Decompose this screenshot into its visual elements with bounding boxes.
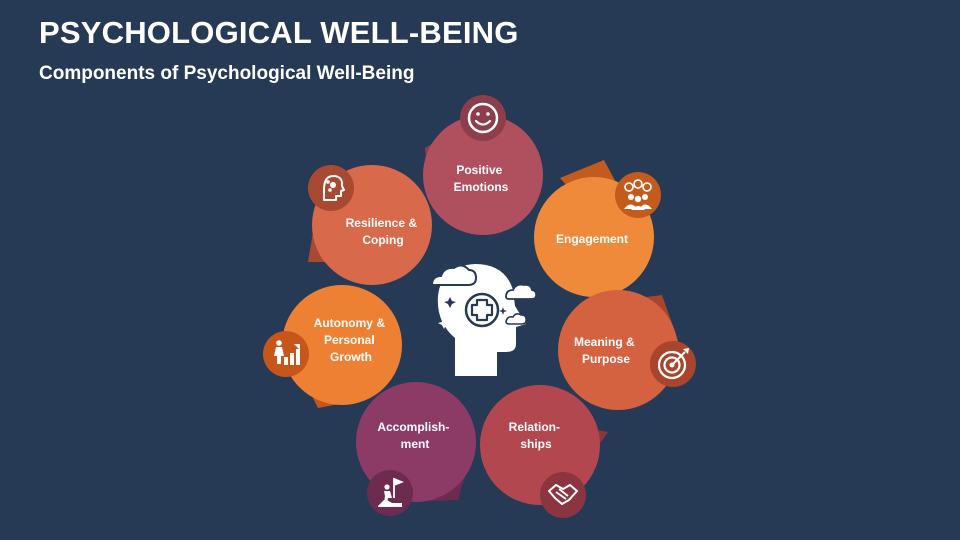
positive-emotions-label: Positive Emotions bbox=[454, 163, 509, 194]
resilience-coping-label: Resilience & Coping bbox=[346, 216, 421, 247]
mind-person-icon bbox=[308, 165, 354, 211]
positive-emotions-circle bbox=[423, 115, 543, 235]
target-icon bbox=[650, 341, 696, 387]
flag-climber-icon bbox=[367, 470, 413, 516]
smiley-face-icon bbox=[460, 95, 506, 141]
engagement-label: Engagement bbox=[556, 232, 628, 246]
autonomy-growth-label: Autonomy & Personal Growth bbox=[314, 316, 389, 364]
page-subtitle: Components of Psychological Well-Being bbox=[39, 63, 415, 84]
page-title: PSYCHOLOGICAL WELL-BEING bbox=[39, 15, 519, 50]
handshake-icon bbox=[540, 472, 586, 518]
accomplishment-label: Accomplish- ment bbox=[377, 420, 452, 451]
meaning-purpose-circle bbox=[558, 290, 678, 410]
group-ideas-icon bbox=[615, 172, 661, 218]
relationships-label: Relation- ships bbox=[509, 420, 564, 451]
head-with-medical-cross-and-clouds-icon bbox=[430, 264, 538, 376]
meaning-purpose-label: Meaning & Purpose bbox=[574, 335, 638, 366]
autonomy-growth-circle bbox=[282, 285, 402, 405]
growth-stairs-icon bbox=[263, 331, 309, 377]
